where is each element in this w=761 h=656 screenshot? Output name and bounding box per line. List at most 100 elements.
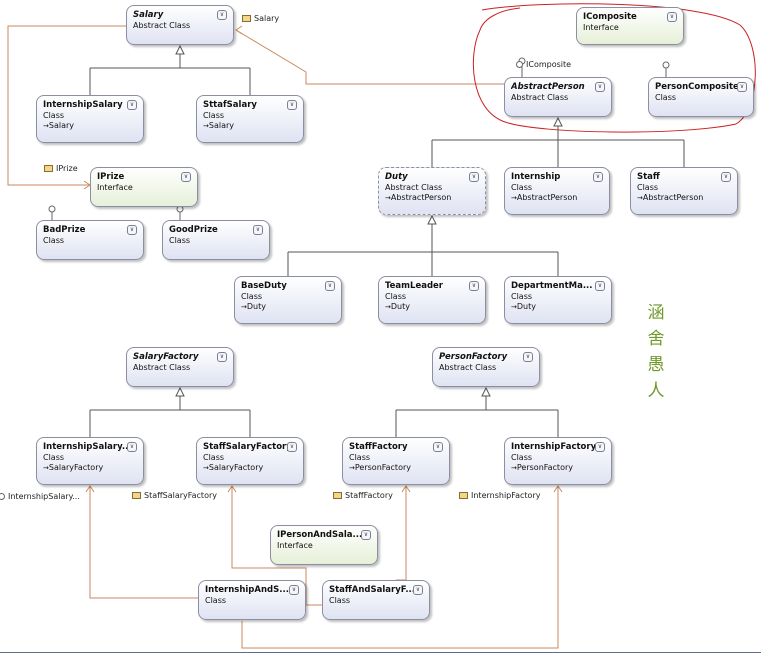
class-stereotype: Class: [511, 183, 533, 192]
connector-label-text: InternshipFactory: [471, 491, 541, 500]
expand-chevron-icon[interactable]: ∨: [127, 442, 137, 452]
expand-chevron-icon[interactable]: ∨: [361, 530, 371, 540]
class-stereotype: Class: [203, 111, 225, 120]
watermark-char: 愚: [647, 355, 665, 375]
class-name: Duty: [385, 172, 408, 182]
inheritance-arrowhead: [175, 386, 185, 397]
expand-chevron-icon[interactable]: ∨: [595, 281, 605, 291]
expand-chevron-icon[interactable]: ∨: [413, 585, 423, 595]
class-box-base-duty[interactable]: BaseDutyClassDuty∨: [234, 276, 342, 324]
class-base-type: AbstractPerson: [637, 193, 731, 202]
class-name: AbstractPerson: [511, 82, 585, 92]
class-base-type: AbstractPerson: [511, 193, 603, 202]
class-name: IComposite: [583, 12, 637, 22]
connector-label: InternshipSalary...: [0, 492, 80, 501]
class-name: InternshipFactory: [511, 442, 597, 452]
expand-chevron-icon[interactable]: ∨: [217, 10, 227, 20]
class-stereotype: Class: [655, 93, 677, 102]
expand-chevron-icon[interactable]: ∨: [325, 281, 335, 291]
expand-chevron-icon[interactable]: ∨: [217, 352, 227, 362]
connector-label: StaffSalaryFactory: [132, 491, 217, 500]
class-base-type: Salary: [43, 121, 137, 130]
class-name: StaffAndSalaryF...: [329, 585, 416, 595]
expand-chevron-icon[interactable]: ∨: [127, 100, 137, 110]
interface-lollipop: [662, 61, 670, 69]
connector-label: StaffFactory: [333, 491, 393, 500]
class-base-type: Duty: [385, 302, 479, 311]
class-stereotype: Class: [205, 596, 227, 605]
class-stereotype: Class: [169, 236, 191, 245]
expand-chevron-icon[interactable]: ∨: [127, 225, 137, 235]
connector-label: IPrize: [44, 164, 78, 173]
expand-chevron-icon[interactable]: ∨: [721, 172, 731, 182]
connector-label-text: StaffFactory: [345, 491, 393, 500]
expand-chevron-icon[interactable]: ∨: [469, 281, 479, 291]
association-arrowhead: [227, 485, 237, 493]
class-stereotype: Class: [637, 183, 659, 192]
class-name: InternshipAndS...: [205, 585, 289, 595]
expand-chevron-icon[interactable]: ∨: [595, 442, 605, 452]
class-base-type: Duty: [241, 302, 335, 311]
class-name: IPrize: [97, 172, 125, 182]
connector-label-text: StaffSalaryFactory: [144, 491, 217, 500]
class-stereotype: Class: [241, 292, 263, 301]
class-box-internship-factory[interactable]: InternshipFactoryClassPersonFactory∨: [504, 437, 612, 485]
expand-chevron-icon[interactable]: ∨: [181, 172, 191, 182]
class-name: SalaryFactory: [133, 352, 199, 362]
class-box-staff[interactable]: StaffClassAbstractPerson∨: [630, 167, 738, 215]
expand-chevron-icon[interactable]: ∨: [253, 225, 263, 235]
class-stereotype: Class: [349, 453, 371, 462]
class-box-internship-salary-factory[interactable]: InternshipSalary...ClassSalaryFactory∨: [36, 437, 144, 485]
class-name: StaffFactory: [349, 442, 408, 452]
connector-label: IComposite: [516, 60, 571, 69]
interface-lollipop: [48, 205, 56, 213]
property-icon: [459, 492, 468, 499]
class-box-iperson-and-salary[interactable]: IPersonAndSala...Interface∨: [270, 525, 378, 565]
class-name: StaffSalaryFactory: [203, 442, 292, 452]
class-box-staff-and-salary-f[interactable]: StaffAndSalaryF...Class∨: [322, 580, 430, 620]
expand-chevron-icon[interactable]: ∨: [469, 172, 479, 182]
class-base-type: PersonFactory: [349, 463, 443, 472]
expand-chevron-icon[interactable]: ∨: [593, 172, 603, 182]
class-box-department-manager[interactable]: DepartmentMa...ClassDuty∨: [504, 276, 612, 324]
connector-label: InternshipFactory: [459, 491, 540, 500]
connector-label: Salary: [242, 14, 279, 23]
expand-chevron-icon[interactable]: ∨: [287, 442, 297, 452]
expand-chevron-icon[interactable]: ∨: [667, 12, 677, 22]
property-icon: [44, 165, 53, 172]
class-name: DepartmentMa...: [511, 281, 593, 291]
class-box-team-leader[interactable]: TeamLeaderClassDuty∨: [378, 276, 486, 324]
class-stereotype: Abstract Class: [385, 183, 443, 192]
expand-chevron-icon[interactable]: ∨: [737, 82, 747, 92]
class-base-type: SalaryFactory: [203, 463, 297, 472]
expand-chevron-icon[interactable]: ∨: [287, 100, 297, 110]
class-stereotype: Class: [43, 453, 65, 462]
connector-label-text: IComposite: [526, 60, 572, 69]
class-box-staff-salary-factory[interactable]: StaffSalaryFactoryClassSalaryFactory∨: [196, 437, 304, 485]
watermark-char: 涵: [647, 303, 665, 323]
class-stereotype: Abstract Class: [133, 363, 191, 372]
expand-chevron-icon[interactable]: ∨: [433, 442, 443, 452]
class-box-staff-factory[interactable]: StaffFactoryClassPersonFactory ∨: [342, 437, 450, 485]
class-box-internship-salary[interactable]: InternshipSalaryClassSalary∨: [36, 95, 144, 143]
expand-chevron-icon[interactable]: ∨: [595, 82, 605, 92]
class-box-sttaf-salary[interactable]: SttafSalaryClassSalary∨: [196, 95, 304, 143]
class-stereotype: Class: [43, 111, 65, 120]
interface-lollipop-icon: [516, 61, 523, 68]
class-name: Internship: [511, 172, 561, 182]
class-box-internship-and-s[interactable]: InternshipAndS...Class ∨: [198, 580, 306, 620]
expand-chevron-icon[interactable]: ∨: [289, 585, 299, 595]
class-box-internship[interactable]: InternshipClassAbstractPerson ∨: [504, 167, 610, 215]
expand-chevron-icon[interactable]: ∨: [523, 352, 533, 362]
class-stereotype: Abstract Class: [439, 363, 497, 372]
